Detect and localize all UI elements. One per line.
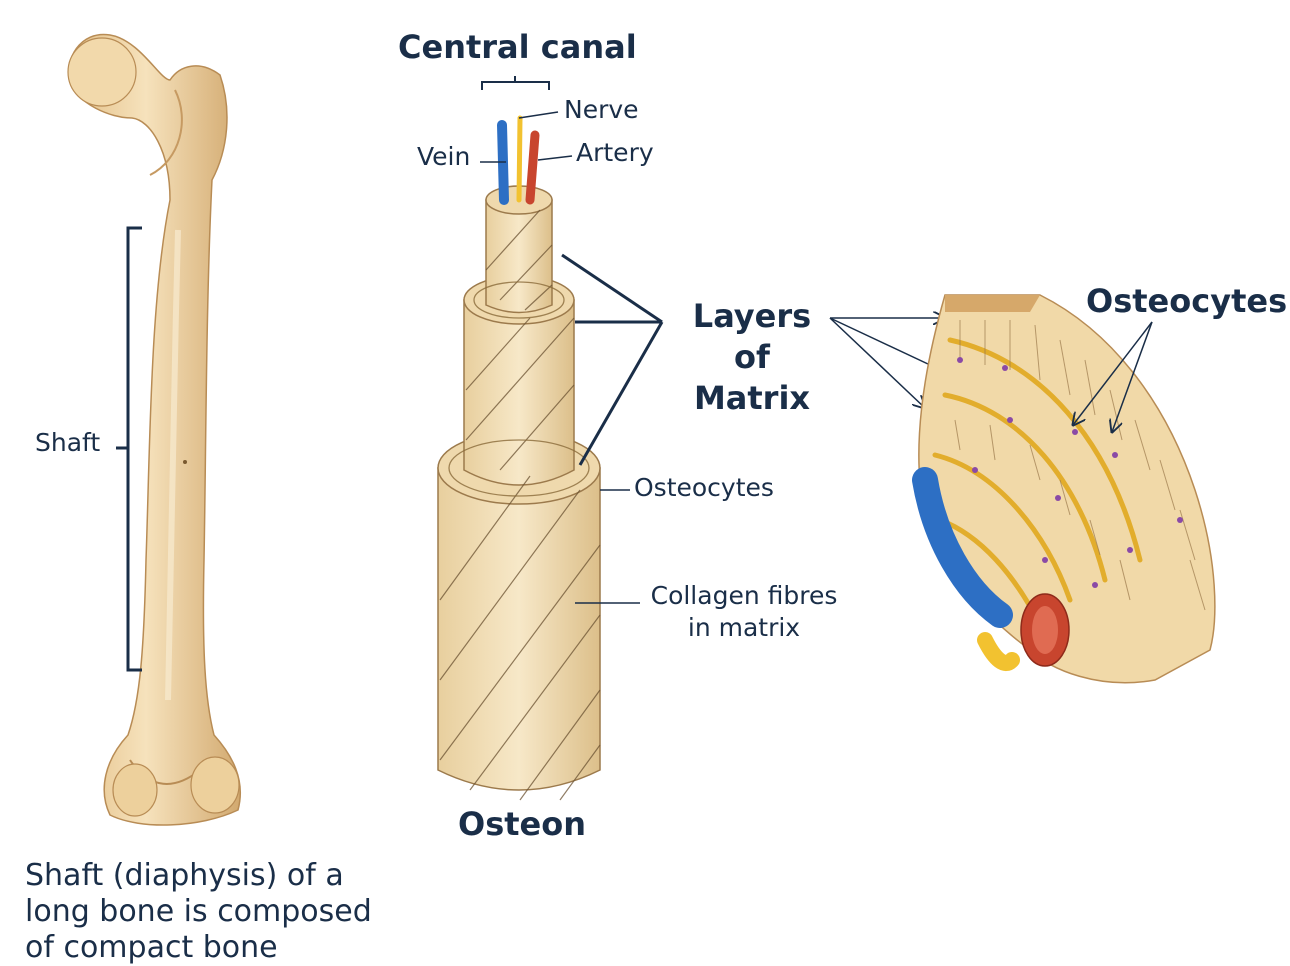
compact-bone-section (912, 294, 1216, 684)
osteocytes-middle-label: Osteocytes (634, 473, 774, 502)
osteocytes-arrows (1073, 321, 1153, 432)
caption-line: of compact bone (25, 930, 278, 965)
caption-line: long bone is composed (25, 894, 372, 929)
osteon-label: Osteon (458, 805, 587, 843)
vein-label: Vein (417, 142, 471, 171)
osteocytes-right-label: Osteocytes (1086, 282, 1288, 320)
collagen-label: Collagen fibres in matrix (650, 581, 838, 642)
artery-label: Artery (576, 138, 654, 167)
nerve-label: Nerve (564, 95, 639, 124)
central-canal-bracket (481, 76, 550, 90)
central-canal-label: Central canal (398, 28, 637, 66)
osteon-leader-lines (480, 111, 640, 604)
caption: Shaft (diaphysis) of a long bone is comp… (25, 858, 372, 966)
layers-pointer-lines (561, 253, 664, 466)
femur-illustration (67, 33, 242, 826)
shaft-label: Shaft (35, 428, 101, 457)
shaft-bracket (116, 226, 142, 672)
layers-of-matrix-label: Layers of Matrix (692, 297, 812, 417)
osteon-illustration (437, 115, 601, 801)
caption-line: Shaft (diaphysis) of a (25, 858, 344, 893)
layers-arrows (829, 318, 945, 408)
